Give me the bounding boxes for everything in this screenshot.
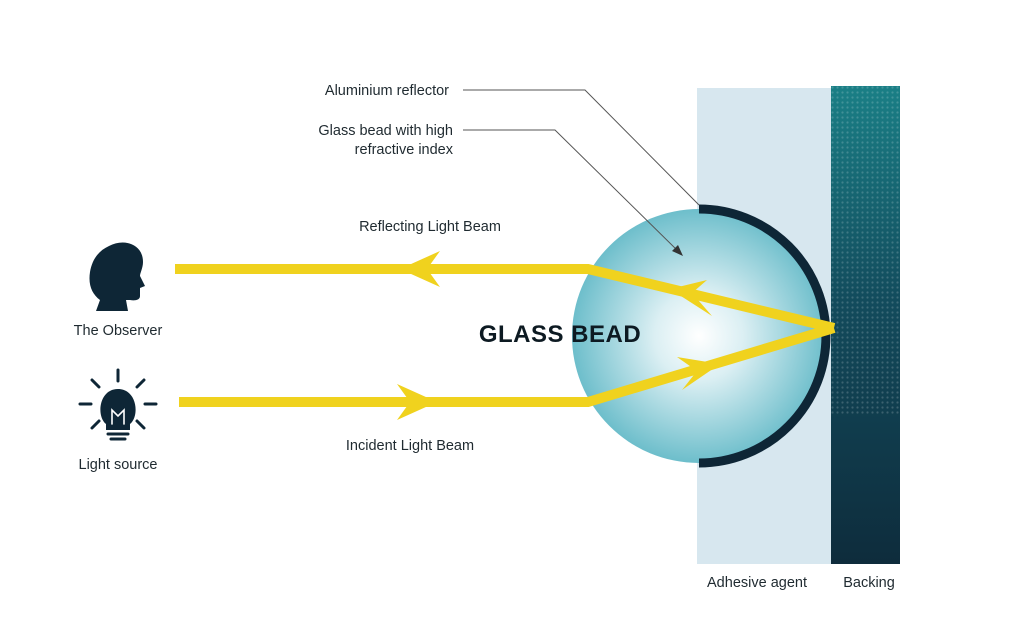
backing-texture — [831, 86, 900, 416]
reflecting-beam-label: Reflecting Light Beam — [359, 219, 501, 235]
backing-label: Backing — [843, 575, 895, 591]
bead-leader-line — [463, 129, 681, 254]
person-head-silhouette-icon — [89, 242, 145, 311]
reflector-leader-line — [463, 89, 700, 206]
adhesive-agent-label: Adhesive agent — [707, 575, 807, 591]
aluminium-reflector — [698, 204, 831, 468]
observer-label: The Observer — [74, 323, 163, 339]
incident-beam-label: Incident Light Beam — [346, 438, 474, 454]
light-source-label: Light source — [79, 457, 158, 473]
bead-leader-arrowhead — [672, 245, 683, 256]
reflecting-beam-arrowhead — [400, 251, 440, 287]
glass-bead-description-line1: Glass bead with high — [318, 123, 453, 139]
aluminium-reflector-label: Aluminium reflector — [325, 83, 449, 99]
reflecting-light-beam — [175, 264, 836, 333]
glass-bead — [572, 209, 826, 463]
reflecting-beam-inner-arrowhead — [670, 280, 712, 316]
glass-bead-description-line2: refractive index — [355, 142, 454, 158]
incident-beam-inner-arrowhead — [677, 357, 720, 390]
light-bulb-icon — [78, 368, 158, 441]
incident-beam-arrowhead — [397, 384, 437, 420]
incident-light-beam — [179, 323, 836, 407]
glass-bead-title: GLASS BEAD — [479, 321, 641, 348]
